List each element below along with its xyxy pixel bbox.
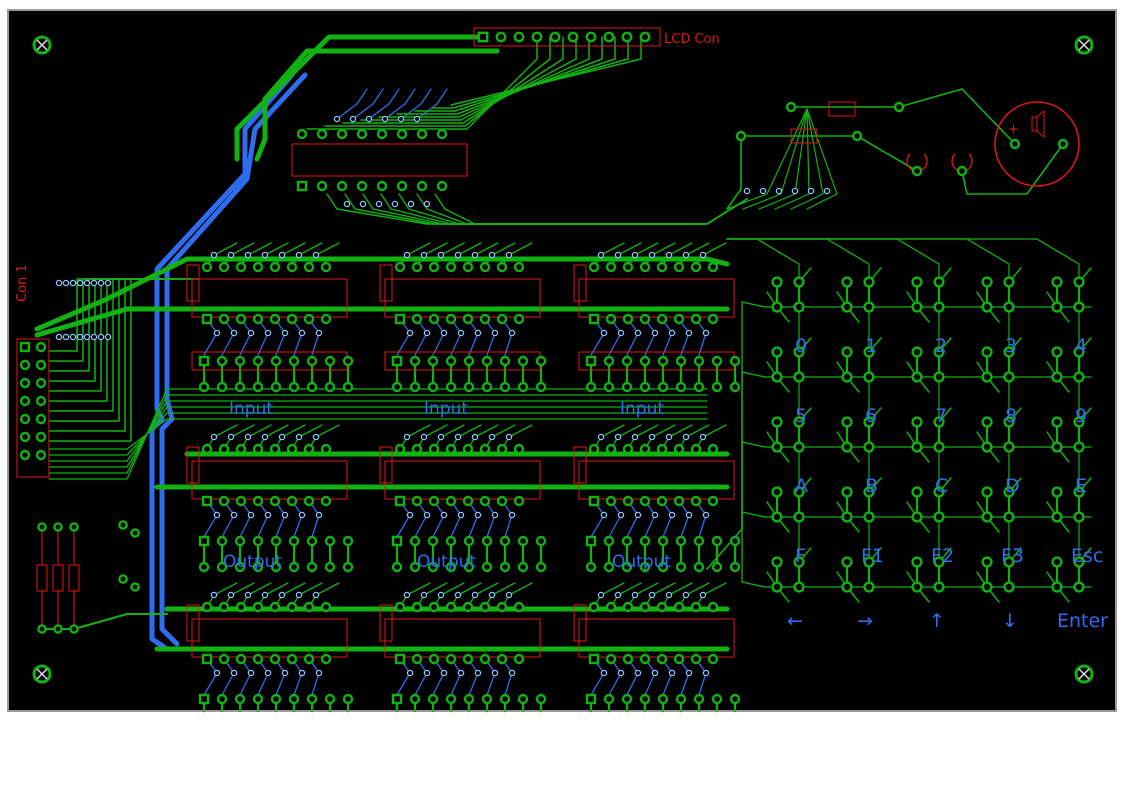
- keypad-key-label: 0: [795, 335, 807, 357]
- ic-group-label: Input: [229, 399, 273, 419]
- buzzer: +: [994, 101, 1080, 187]
- keypad-key-label: 2: [935, 335, 947, 357]
- keypad-key-label: E: [1075, 475, 1087, 497]
- keypad-nav-label: →: [857, 610, 873, 632]
- keypad-key-label: F1: [861, 545, 884, 567]
- ic-group-label: Output: [223, 552, 282, 572]
- main-connector-label: Con 1: [15, 264, 30, 302]
- keypad-key-label: 9: [1075, 405, 1087, 427]
- keypad-nav-label: ↓: [1002, 610, 1018, 632]
- keypad-key-label: F3: [1001, 545, 1024, 567]
- mounting-hole-bottom-right: [1074, 664, 1094, 684]
- keypad-key-label: D: [1005, 475, 1020, 497]
- ic-group-label: Input: [620, 399, 664, 419]
- ic-group-label: Output: [612, 552, 671, 572]
- keypad-key-label: F2: [931, 545, 954, 567]
- keypad-key-labels: 0 1 2 3 4 5 6 7 8 9A B C D E F F1 F2 F3 Esc: [795, 335, 1103, 567]
- mounting-hole-top-right: [1074, 35, 1094, 55]
- keypad-key-label: 1: [865, 335, 877, 357]
- ic-group-label: Input: [424, 399, 468, 419]
- keypad-key-label: A: [795, 475, 808, 497]
- keypad-key-label: 5: [795, 405, 807, 427]
- keypad-key-label: 6: [865, 405, 877, 427]
- component-pads: [19, 31, 1085, 705]
- keypad-key-label: C: [935, 475, 948, 497]
- keypad-nav-label: ↑: [929, 610, 945, 632]
- ic-group-label: Output: [417, 552, 476, 572]
- mounting-hole-top-left: [32, 35, 52, 55]
- pcb-layout: + LCD Con Con 1 Input Input Input Output…: [15, 27, 1108, 712]
- keypad-key-label: Esc: [1071, 545, 1103, 567]
- keypad-key-label: 8: [1005, 405, 1017, 427]
- svg-text:+: +: [1008, 122, 1019, 137]
- keypad-key-label: 3: [1005, 335, 1017, 357]
- keypad-key-label: 4: [1075, 335, 1087, 357]
- keypad-nav-labels: ← → ↑ ↓ Enter: [787, 610, 1108, 632]
- keypad-key-label: 7: [935, 405, 947, 427]
- keypad-key-label: F: [795, 545, 806, 567]
- keypad-nav-label: ←: [787, 610, 803, 632]
- lcd-connector-label: LCD Con: [664, 32, 720, 47]
- keypad-key-label: B: [865, 475, 878, 497]
- mounting-hole-bottom-left: [32, 664, 52, 684]
- keypad-nav-label: Enter: [1057, 610, 1108, 632]
